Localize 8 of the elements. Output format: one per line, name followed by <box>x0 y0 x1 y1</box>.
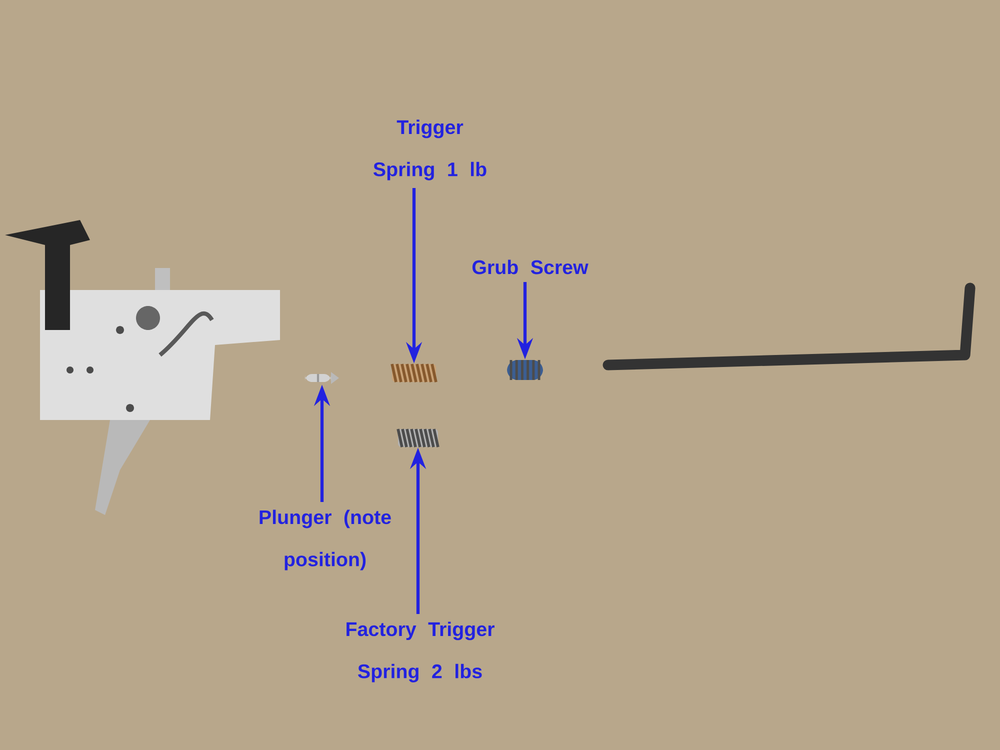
part-label: Plunger (note position) <box>260 510 391 570</box>
spring-drawing <box>396 428 440 448</box>
part-label: Trigger Spring 1 lb <box>373 120 486 180</box>
grub-screw-drawing <box>507 360 543 380</box>
part-label: Factory Trigger Spring 2 lbs <box>346 622 494 682</box>
spring-drawing <box>390 364 438 382</box>
part-label: Grub Screw <box>472 260 588 274</box>
plunger-drawing <box>305 372 339 384</box>
